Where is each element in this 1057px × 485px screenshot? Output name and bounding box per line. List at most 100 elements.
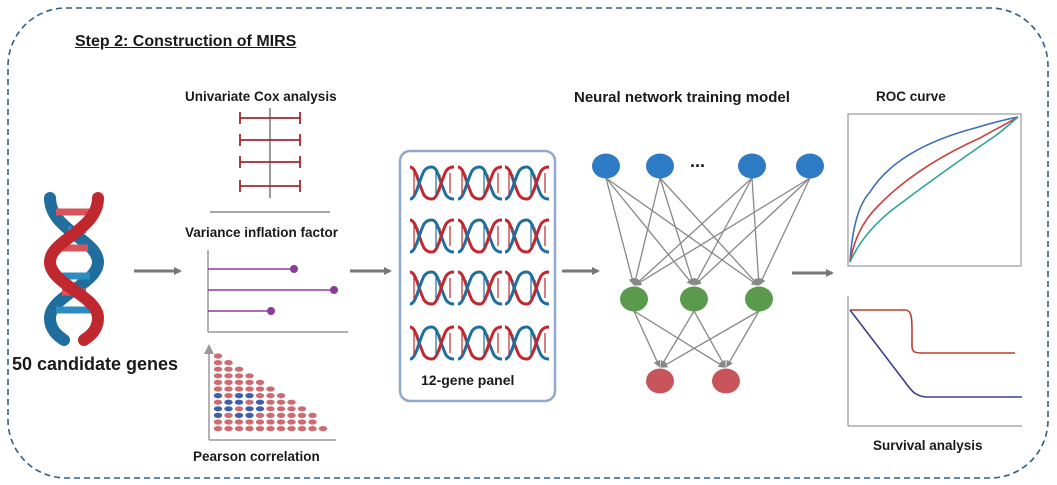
correlation-cell bbox=[255, 386, 265, 392]
correlation-cell bbox=[297, 406, 307, 412]
correlation-cell bbox=[234, 426, 244, 432]
correlation-cell bbox=[308, 419, 317, 425]
pearson-label: Pearson correlation bbox=[193, 449, 320, 464]
nn-edge bbox=[660, 310, 760, 368]
nn-edge bbox=[605, 177, 694, 286]
correlation-cell bbox=[224, 360, 233, 366]
correlation-cell bbox=[266, 419, 275, 425]
correlation-cell bbox=[255, 426, 265, 432]
correlation-cell bbox=[224, 426, 233, 432]
cox-analysis-label: Univariate Cox analysis bbox=[185, 89, 337, 104]
correlation-cell bbox=[276, 406, 286, 412]
correlation-cell bbox=[318, 426, 328, 432]
correlation-cell bbox=[213, 412, 223, 418]
forest-plot-icon bbox=[210, 108, 330, 213]
correlation-cell bbox=[245, 379, 254, 385]
correlation-cell bbox=[234, 366, 244, 372]
correlation-cell bbox=[213, 373, 223, 379]
correlation-cell bbox=[245, 399, 254, 405]
correlation-cell bbox=[276, 393, 286, 399]
correlation-cell bbox=[224, 379, 233, 385]
nn-edge bbox=[605, 177, 759, 286]
nn-edge bbox=[633, 310, 661, 368]
step-title: Step 2: Construction of MIRS bbox=[75, 33, 297, 50]
correlation-cell bbox=[234, 386, 244, 392]
correlation-cell bbox=[224, 393, 233, 399]
hidden-node bbox=[620, 286, 648, 312]
outer-border bbox=[7, 7, 1049, 479]
dna-helix-icon bbox=[43, 192, 105, 346]
correlation-cell bbox=[213, 399, 223, 405]
nn-edge bbox=[632, 177, 661, 286]
correlation-cell bbox=[224, 373, 233, 379]
correlation-cell bbox=[213, 419, 223, 425]
correlation-cell bbox=[234, 412, 244, 418]
correlation-cell bbox=[245, 426, 254, 432]
correlation-cell bbox=[213, 393, 223, 399]
correlation-cell bbox=[308, 426, 317, 432]
correlation-cell bbox=[224, 419, 233, 425]
correlation-cell bbox=[213, 426, 223, 432]
correlation-cell bbox=[245, 373, 254, 379]
correlation-cell bbox=[255, 419, 265, 425]
correlation-cell bbox=[255, 393, 265, 399]
correlation-cell bbox=[287, 426, 296, 432]
correlation-cell bbox=[297, 426, 307, 432]
nn-edge bbox=[759, 177, 811, 286]
candidate-genes-label: 50 candidate genes bbox=[12, 354, 179, 374]
roc-curve-plot bbox=[847, 113, 1022, 267]
output-node bbox=[712, 368, 740, 394]
nn-edge bbox=[693, 310, 726, 368]
correlation-cell bbox=[245, 386, 254, 392]
correlation-cell bbox=[224, 386, 233, 392]
correlation-cell bbox=[234, 373, 244, 379]
correlation-matrix-icon bbox=[204, 344, 336, 441]
correlation-cell bbox=[245, 393, 254, 399]
correlation-cell bbox=[234, 399, 244, 405]
input-node bbox=[646, 153, 674, 179]
correlation-cell bbox=[266, 426, 275, 432]
correlation-cell bbox=[224, 399, 233, 405]
output-node bbox=[646, 368, 674, 394]
survival-label: Survival analysis bbox=[873, 438, 983, 453]
correlation-cell bbox=[287, 406, 296, 412]
correlation-cell bbox=[255, 399, 265, 405]
correlation-cell bbox=[213, 406, 223, 412]
correlation-cell bbox=[234, 406, 244, 412]
nn-edge bbox=[634, 177, 811, 286]
correlation-cell bbox=[234, 419, 244, 425]
hidden-node bbox=[680, 286, 708, 312]
nn-edge bbox=[751, 177, 763, 286]
vif-label: Variance inflation factor bbox=[185, 225, 339, 240]
correlation-cell bbox=[287, 419, 296, 425]
correlation-cell bbox=[234, 393, 244, 399]
correlation-cell bbox=[276, 412, 286, 418]
lollipop-chart-icon bbox=[207, 250, 348, 333]
input-node bbox=[796, 153, 824, 179]
correlation-cell bbox=[213, 379, 223, 385]
correlation-cell bbox=[276, 426, 286, 432]
nn-title: Neural network training model bbox=[574, 89, 790, 106]
correlation-cell bbox=[287, 412, 296, 418]
correlation-cell bbox=[213, 386, 223, 392]
nn-edge bbox=[633, 310, 726, 368]
correlation-cell bbox=[245, 406, 254, 412]
nn-edge bbox=[634, 177, 753, 286]
correlation-cell bbox=[245, 412, 254, 418]
correlation-cell bbox=[234, 379, 244, 385]
correlation-cell bbox=[266, 412, 275, 418]
nn-edge bbox=[694, 177, 811, 286]
nn-edge bbox=[659, 177, 696, 286]
correlation-cell bbox=[308, 412, 317, 418]
correlation-cell bbox=[276, 419, 286, 425]
correlation-cell bbox=[266, 399, 275, 405]
correlation-cell bbox=[255, 379, 265, 385]
correlation-cell bbox=[245, 419, 254, 425]
gene-panel-label: 12-gene panel bbox=[421, 372, 515, 388]
nn-edge bbox=[605, 177, 636, 286]
correlation-cell bbox=[213, 360, 223, 366]
neural-network-icon bbox=[592, 153, 824, 394]
correlation-cell bbox=[224, 406, 233, 412]
